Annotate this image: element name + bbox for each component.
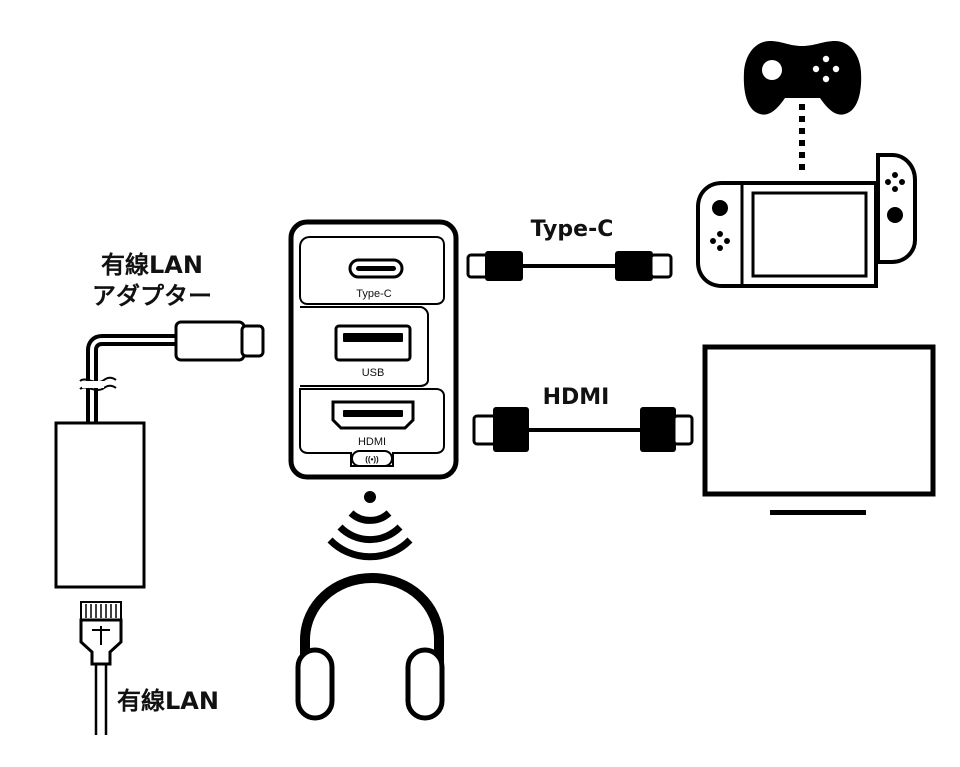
usb-port-label: USB — [362, 367, 385, 379]
lan-adapter-icon — [54, 320, 265, 735]
lan-label: 有線LAN — [117, 687, 219, 715]
lan-adapter-label-line2: アダプター — [92, 282, 212, 310]
typec-cable — [466, 251, 673, 281]
wireless-signal-icon — [327, 491, 413, 561]
gamepad-icon — [743, 41, 862, 115]
hdmi-cable-label: HDMI — [543, 385, 610, 410]
wireless-button-badge: ((•)) — [365, 455, 379, 464]
game-console-icon — [696, 153, 917, 288]
hdmi-port-label: HDMI — [358, 436, 386, 448]
hdmi-cable — [472, 407, 694, 452]
usb-hub-dock — [288, 219, 459, 480]
monitor-icon — [702, 344, 936, 515]
typec-cable-label: Type-C — [531, 217, 614, 242]
typec-port-label: Type-C — [356, 288, 392, 300]
headphones-icon — [295, 572, 445, 721]
lan-adapter-label-line1: 有線LAN — [101, 251, 203, 279]
